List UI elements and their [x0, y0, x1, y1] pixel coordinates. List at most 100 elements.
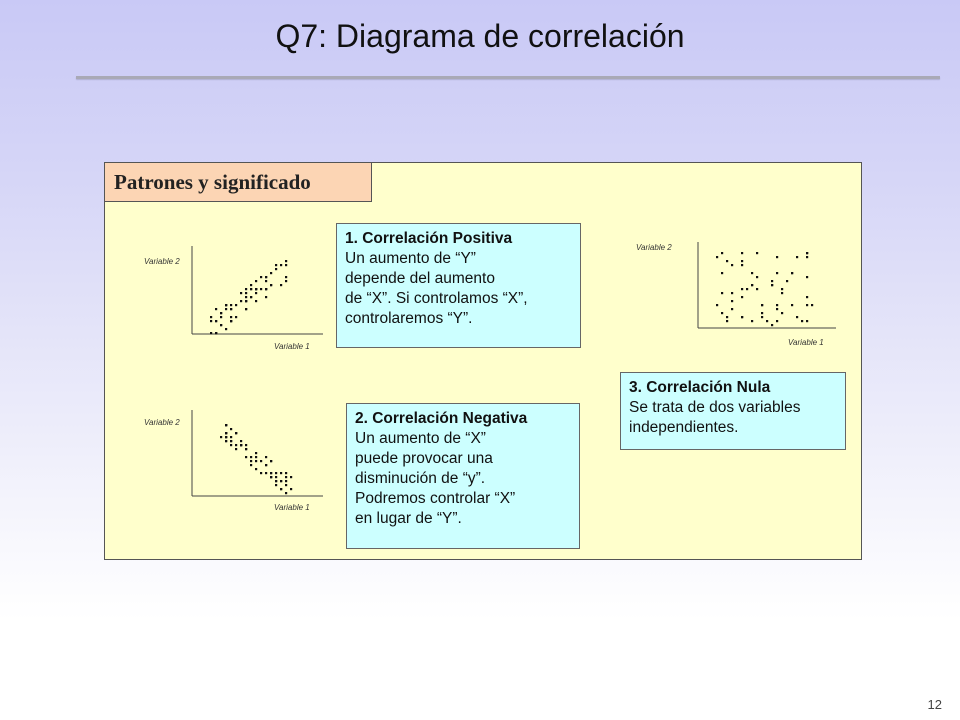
negative-plot-dot	[285, 492, 288, 495]
positive-plot-dot	[210, 320, 213, 323]
null-plot-dot	[741, 264, 744, 267]
positive-plot-dot	[275, 268, 278, 271]
negative-plot-dot	[245, 448, 248, 451]
negative-plot-ylabel: Variable 2	[144, 418, 180, 427]
positive-correlation-text-line: depende del aumento	[345, 270, 495, 287]
negative-plot-dot	[225, 436, 228, 439]
positive-plot-dot	[270, 284, 273, 287]
positive-plot-dot	[210, 316, 213, 319]
null-correlation-box: 3. Correlación Nula Se trata de dos vari…	[620, 372, 846, 450]
positive-correlation-text-line: de “X”. Si controlamos “X”,	[345, 290, 528, 307]
negative-plot-dot	[245, 456, 248, 459]
negative-plot-dot	[260, 472, 263, 475]
positive-plot-dot	[245, 308, 248, 311]
null-plot-dot	[751, 284, 754, 287]
null-correlation-heading: 3. Correlación Nula	[629, 379, 771, 396]
positive-plot-dot	[265, 296, 268, 299]
panel-header: Patrones y significado	[104, 162, 372, 202]
null-plot-dot	[741, 316, 744, 319]
negative-plot-dot	[260, 460, 263, 463]
negative-plot-dot	[270, 460, 273, 463]
null-plot-dot	[771, 284, 774, 287]
null-plot-dot	[801, 320, 804, 323]
null-plot-dot	[806, 296, 809, 299]
positive-correlation-text-line: controlaremos “Y”.	[345, 310, 473, 327]
null-plot-dot	[731, 292, 734, 295]
positive-plot-dot	[215, 308, 218, 311]
positive-correlation-heading: 1. Correlación Positiva	[345, 230, 513, 247]
null-plot-dot	[786, 280, 789, 283]
null-plot-dot	[796, 256, 799, 259]
negative-plot-dot	[280, 472, 283, 475]
positive-plot-dot	[230, 304, 233, 307]
positive-plot-dot	[220, 312, 223, 315]
null-plot-dot	[721, 272, 724, 275]
negative-plot-dot	[235, 444, 238, 447]
negative-plot-dot	[225, 440, 228, 443]
negative-plot-dot	[230, 440, 233, 443]
positive-plot-dot	[215, 332, 218, 335]
negative-plot-xlabel: Variable 1	[274, 503, 310, 512]
null-plot-dot	[741, 288, 744, 291]
null-plot-dot	[776, 320, 779, 323]
negative-plot-dot	[255, 452, 258, 455]
null-plot-dot	[756, 276, 759, 279]
negative-correlation-text-line: en lugar de “Y”.	[355, 510, 462, 527]
negative-correlation-text-line: Un aumento de “X”	[355, 430, 486, 447]
null-plot-dot	[806, 276, 809, 279]
negative-plot-dot	[270, 476, 273, 479]
null-plot-dot	[781, 312, 784, 315]
negative-plot-dots	[220, 424, 293, 495]
negative-plot-dot	[280, 480, 283, 483]
negative-plot-dot	[220, 436, 223, 439]
negative-correlation-heading: 2. Correlación Negativa	[355, 410, 528, 427]
null-plot-dot	[761, 316, 764, 319]
positive-plot-dot	[260, 288, 263, 291]
null-plot-dot	[811, 304, 814, 307]
null-plot-dot	[776, 308, 779, 311]
positive-plot-dot	[265, 288, 268, 291]
negative-plot-dot	[230, 428, 233, 431]
null-plot-dot	[806, 252, 809, 255]
null-plot-ylabel: Variable 2	[636, 243, 672, 252]
positive-plot-dot	[230, 316, 233, 319]
positive-plot-dot	[265, 280, 268, 283]
positive-plot-dot	[285, 264, 288, 267]
negative-plot-dot	[240, 440, 243, 443]
negative-plot-dot	[245, 444, 248, 447]
null-plot-dot	[761, 304, 764, 307]
title-divider	[76, 76, 940, 79]
negative-plot-dot	[275, 480, 278, 483]
negative-correlation-box: 2. Correlación Negativa Un aumento de “X…	[346, 403, 580, 549]
null-plot-dot	[751, 320, 754, 323]
null-plot-dot	[806, 304, 809, 307]
positive-plot-dot	[235, 316, 238, 319]
negative-plot-dot	[285, 472, 288, 475]
positive-plot-dot	[270, 272, 273, 275]
positive-plot-dot	[250, 284, 253, 287]
positive-plot-dots	[210, 260, 288, 335]
negative-plot-dot	[255, 460, 258, 463]
null-plot-dot	[771, 324, 774, 327]
negative-plot-dot	[265, 464, 268, 467]
positive-plot-xlabel: Variable 1	[274, 342, 310, 351]
positive-plot-dot	[280, 284, 283, 287]
page-number: 12	[927, 697, 942, 712]
null-plot-dot	[746, 288, 749, 291]
positive-plot-dot	[275, 264, 278, 267]
null-plot-dot	[791, 272, 794, 275]
null-correlation-text-line: independientes.	[629, 419, 739, 436]
positive-plot-ylabel: Variable 2	[144, 257, 180, 266]
positive-plot-dot	[285, 280, 288, 283]
null-plot-xlabel: Variable 1	[788, 338, 824, 347]
null-plot-dot	[781, 292, 784, 295]
null-correlation-text-line: Se trata de dos variables	[629, 399, 801, 416]
null-plot-dot	[776, 256, 779, 259]
negative-plot-dot	[225, 424, 228, 427]
positive-plot-dot	[265, 276, 268, 279]
positive-plot-dot	[220, 324, 223, 327]
negative-correlation-text-line: puede provocar una	[355, 450, 493, 467]
positive-scatter-plot	[191, 246, 323, 335]
null-plot-dot	[731, 308, 734, 311]
positive-plot-dot	[230, 320, 233, 323]
